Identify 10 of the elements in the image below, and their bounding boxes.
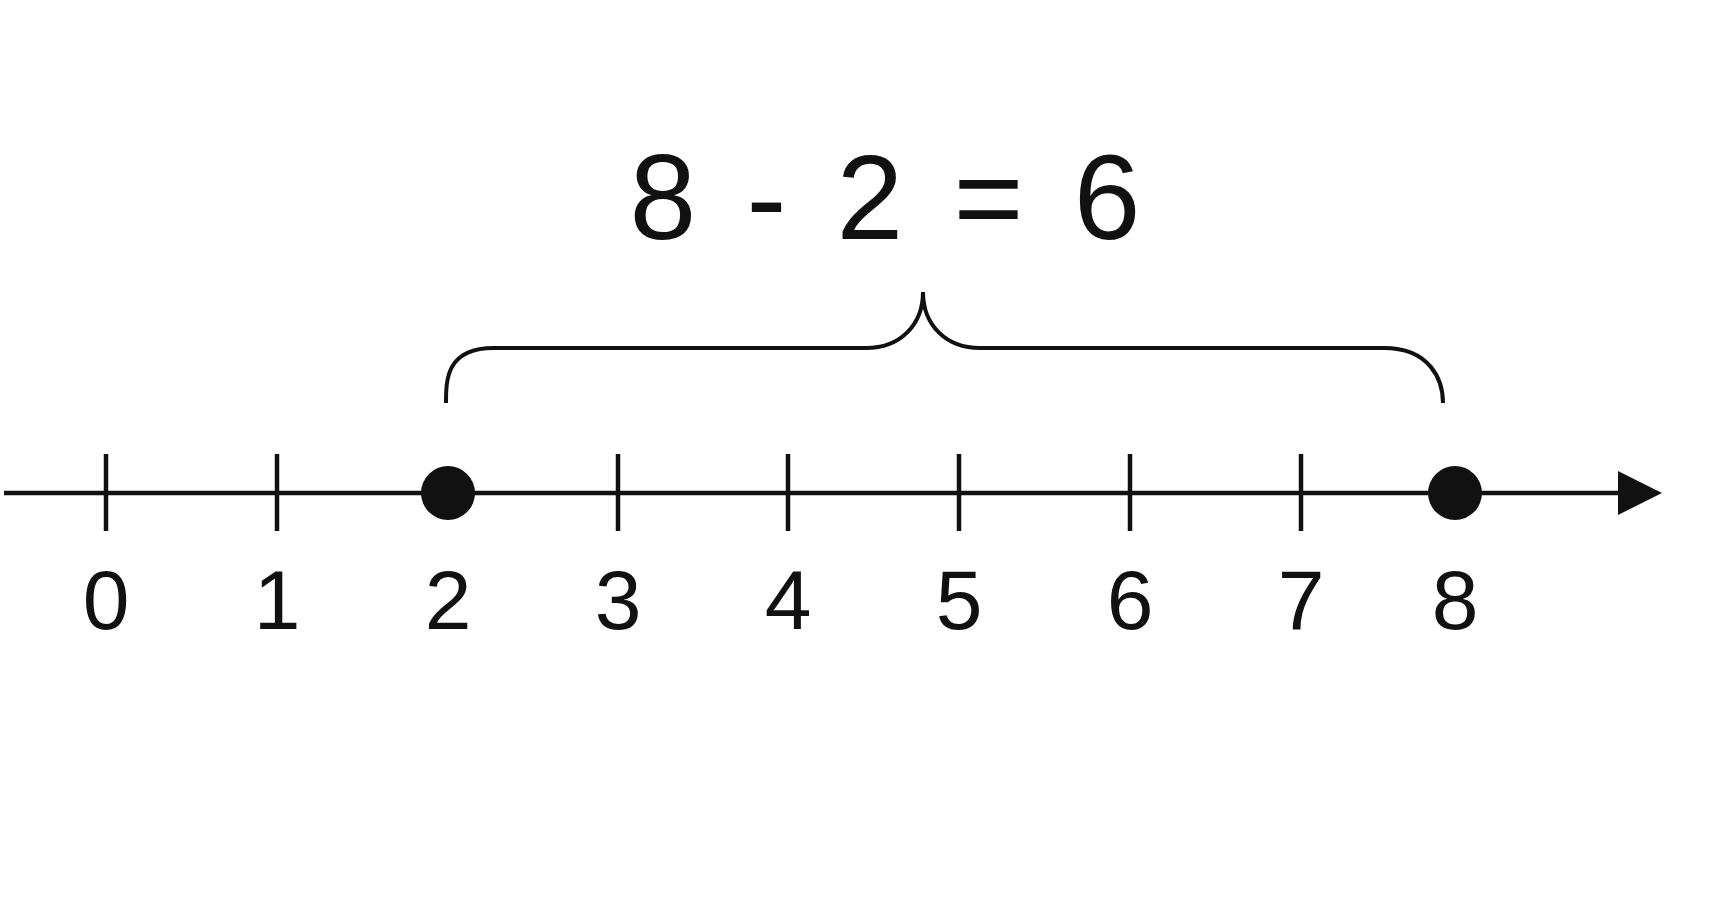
tick-label: 1 [253, 558, 301, 642]
tick-label: 7 [1277, 558, 1325, 642]
tick-label: 3 [594, 558, 642, 642]
equation-text: 8 - 2 = 6 [629, 137, 1141, 257]
tick-label: 4 [764, 558, 812, 642]
tick-label: 0 [82, 558, 130, 642]
tick-label: 2 [424, 558, 472, 642]
tick-label: 6 [1106, 558, 1154, 642]
tick-label: 8 [1431, 558, 1479, 642]
tick-label: 5 [935, 558, 983, 642]
